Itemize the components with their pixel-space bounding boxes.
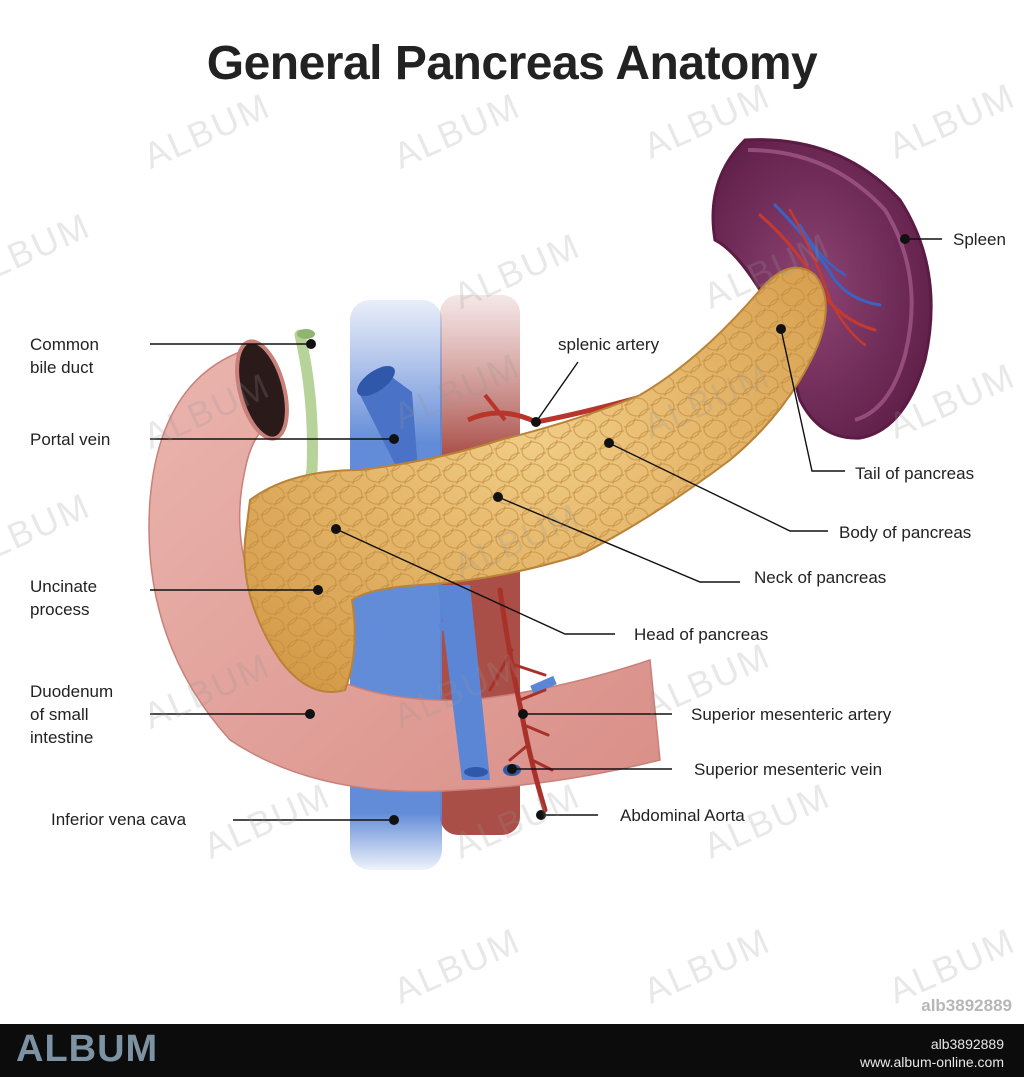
label-neck-of-pancreas: Neck of pancreas (754, 568, 887, 587)
label-superior-mesenteric-artery: Superior mesenteric artery (691, 705, 892, 724)
footer-image-id: alb3892889 (930, 1036, 1004, 1052)
label-tail-of-pancreas: Tail of pancreas (855, 464, 975, 483)
label-body-of-pancreas: Body of pancreas (839, 523, 972, 542)
dot-spleen (900, 234, 910, 244)
label-common-bile-duct: Common bile duct (30, 335, 99, 377)
image-id-watermark: alb3892889 (921, 996, 1012, 1015)
label-inferior-vena-cava: Inferior vena cava (51, 810, 187, 829)
footer-bar: ALBUM alb3892889 www.album-online.com (0, 1024, 1024, 1077)
label-superior-mesenteric-vein: Superior mesenteric vein (694, 760, 883, 779)
label-spleen: Spleen (953, 230, 1006, 249)
pancreas-anatomy-illustration (148, 138, 942, 870)
dot-superior-mesenteric-vein (507, 764, 517, 774)
dot-inferior-vena-cava (389, 815, 399, 825)
dot-abdominal-aorta (536, 810, 546, 820)
dot-body-of-pancreas (604, 438, 614, 448)
dot-common-bile-duct (306, 339, 316, 349)
dot-tail-of-pancreas (776, 324, 786, 334)
dot-splenic-artery (531, 417, 541, 427)
page-title: General Pancreas Anatomy (206, 37, 818, 90)
dot-neck-of-pancreas (493, 492, 503, 502)
leader-lines (150, 238, 942, 821)
dot-superior-mesenteric-artery (518, 709, 528, 719)
label-splenic-artery: splenic artery (558, 335, 660, 354)
dot-duodenum (305, 709, 315, 719)
label-abdominal-aorta: Abdominal Aorta (620, 806, 745, 825)
label-portal-vein: Portal vein (30, 430, 111, 449)
album-logo: ALBUM (16, 1028, 159, 1070)
label-duodenum: Duodenum of small intestine (30, 682, 114, 747)
footer-url[interactable]: www.album-online.com (860, 1054, 1004, 1070)
label-uncinate-process: Uncinate process (30, 577, 98, 619)
portal-vein-shape (360, 372, 418, 470)
label-head-of-pancreas: Head of pancreas (634, 625, 769, 644)
duodenum-opening (235, 339, 289, 441)
pointer-dots (305, 234, 910, 825)
dot-portal-vein (389, 434, 399, 444)
dot-uncinate-process (313, 585, 323, 595)
dot-head-of-pancreas (331, 524, 341, 534)
superior-mesenteric-vein-shape (438, 585, 490, 780)
